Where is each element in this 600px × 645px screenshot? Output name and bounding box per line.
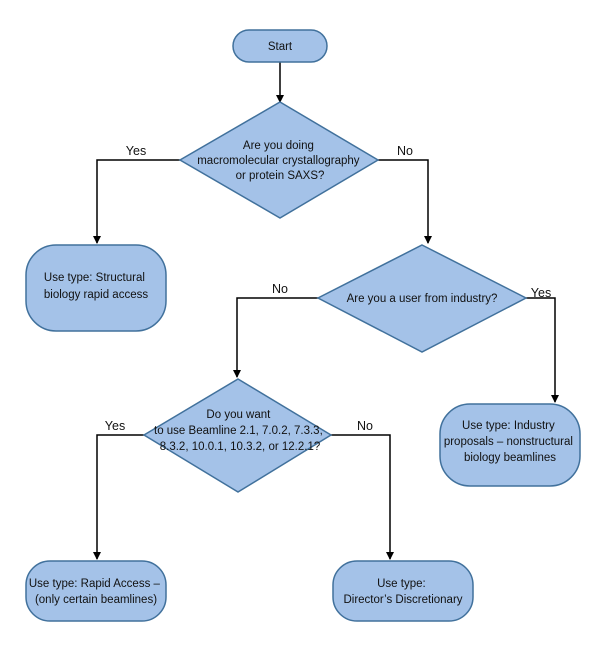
outcome-rapid-access: Use type: Rapid Access – (only certain b… <box>25 560 167 622</box>
outcome-directors-discretionary: Use type: Director’s Discretionary <box>332 560 474 622</box>
svg-text:Are you a user from industry?: Are you a user from industry? <box>347 293 498 305</box>
edge-label-q2-yes: Yes <box>531 286 551 300</box>
svg-text:Use type: Director’s Dis: Use type: Director’s Discretionary <box>343 578 462 606</box>
outcome-director-line-2: Director’s Discretionary <box>343 594 462 606</box>
svg-text:Are you doing macromolec: Are you doing macromolecular crystallogr… <box>197 140 363 182</box>
decision-crystallography-line-1: Are you doing <box>243 140 314 152</box>
edge-label-q1-no: No <box>397 144 413 158</box>
svg-text:Use type: Structural bio: Use type: Structural biology rapid acces… <box>44 272 148 301</box>
decision-beamline-line-2: to use Beamline 2.1, 7.0.2, 7.3.3, <box>154 425 323 437</box>
start-node: Start <box>232 29 328 63</box>
start-label: Start <box>268 41 293 53</box>
outcome-structural-line-2: biology rapid access <box>44 289 148 301</box>
edge-q2-yes <box>526 297 559 403</box>
outcome-industry: Use type: Industry proposals – nonstruct… <box>439 403 581 487</box>
decision-beamline-line-1: Do you want <box>206 409 271 421</box>
edge-q3-yes <box>93 434 144 560</box>
outcome-rapid-line-2: (only certain beamlines) <box>35 594 157 606</box>
svg-text:Use type: Rapid Access –: Use type: Rapid Access – (only certain b… <box>29 578 163 606</box>
decision-beamline: Do you want to use Beamline 2.1, 7.0.2, … <box>142 378 333 493</box>
outcome-industry-line-1: Use type: Industry <box>462 420 555 432</box>
svg-text:Start: Start <box>268 41 293 53</box>
edge-q1-no <box>378 159 432 244</box>
edge-label-q2-no: No <box>272 282 288 296</box>
decision-crystallography: Are you doing macromolecular crystallogr… <box>178 101 380 219</box>
edge-label-q3-yes: Yes <box>105 419 125 433</box>
outcome-structural-line-1: Use type: Structural <box>44 272 145 284</box>
outcome-industry-line-2: proposals – nonstructural <box>444 436 573 448</box>
decision-industry-line-1: Are you a user from industry? <box>347 293 498 305</box>
outcome-structural-biology: Use type: Structural biology rapid acces… <box>25 244 167 332</box>
decision-crystallography-line-2: macromolecular crystallography <box>197 155 360 167</box>
outcome-rapid-line-1: Use type: Rapid Access – <box>29 578 161 590</box>
edge-q1-yes <box>93 159 180 244</box>
edge-q2-no <box>233 297 318 378</box>
decision-beamline-line-3: 8.3.2, 10.0.1, 10.3.2, or 12.2.1? <box>160 441 320 453</box>
svg-text:Do you want to use Beaml: Do you want to use Beamline 2.1, 7.0.2, … <box>154 409 326 453</box>
edge-label-q3-no: No <box>357 419 373 433</box>
decision-industry: Are you a user from industry? <box>316 244 528 353</box>
outcome-director-line-1: Use type: <box>377 578 426 590</box>
svg-text:Use type: Industry propo: Use type: Industry proposals – nonstruct… <box>444 420 576 464</box>
edge-q3-no <box>331 434 394 560</box>
edge-label-q1-yes: Yes <box>126 144 146 158</box>
decision-crystallography-line-3: or protein SAXS? <box>236 170 325 182</box>
outcome-industry-line-3: biology beamlines <box>464 452 556 464</box>
